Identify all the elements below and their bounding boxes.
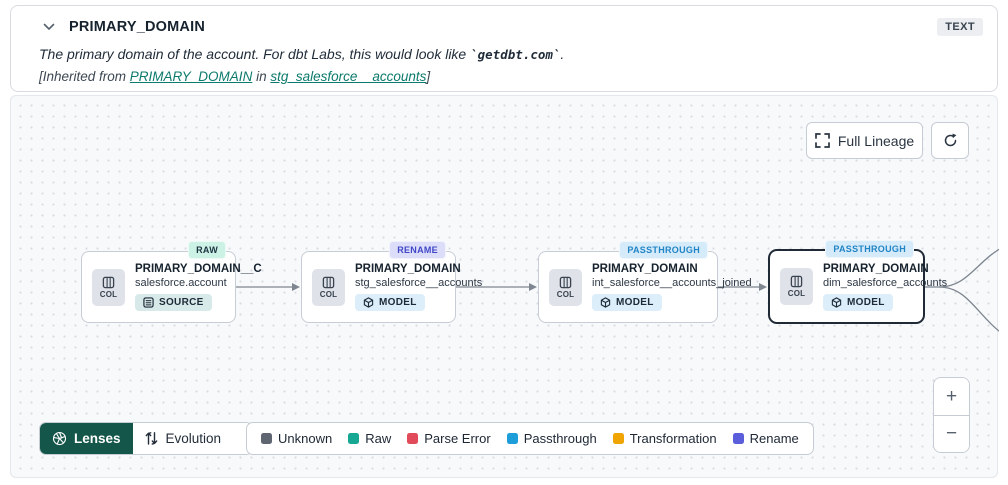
node-body: PRIMARY_DOMAIN stg_salesforce__accounts …	[355, 263, 482, 311]
node-column-name: PRIMARY_DOMAIN	[355, 263, 461, 275]
node-type-badge: MODEL	[823, 293, 893, 311]
column-header-row: PRIMARY_DOMAIN TEXT	[25, 16, 983, 38]
inherited-prefix: [Inherited from	[39, 69, 130, 84]
legend-swatch	[612, 433, 624, 444]
refresh-button[interactable]	[931, 122, 969, 159]
full-lineage-button[interactable]: Full Lineage	[806, 122, 923, 159]
description-code: `getdbt.com`	[470, 47, 561, 62]
node-type-badge: MODEL	[355, 294, 425, 311]
column-details-panel: PRIMARY_DOMAIN TEXT The primary domain o…	[10, 5, 998, 92]
column-icon: COL	[312, 268, 345, 306]
column-title: PRIMARY_DOMAIN	[69, 19, 205, 35]
legend-item-rename: Rename	[732, 431, 799, 446]
node-body: PRIMARY_DOMAIN int_salesforce__accounts_…	[592, 263, 752, 311]
lens-selected-label: Evolution	[165, 431, 222, 446]
inherited-middle: in	[252, 69, 271, 84]
description-period: .	[560, 46, 565, 62]
column-icon: COL	[549, 268, 582, 306]
node-model-name: stg_salesforce__accounts	[355, 277, 483, 289]
legend-swatch	[506, 433, 518, 444]
evolution-badge: PASSTHROUGH	[619, 241, 708, 259]
chevron-down-icon	[229, 435, 240, 442]
col-label: COL	[556, 289, 575, 299]
col-label: COL	[99, 289, 118, 299]
legend-item-passthrough: Passthrough	[506, 431, 597, 446]
evolution-badge: RAW	[188, 241, 226, 259]
inherited-suffix: ]	[426, 69, 431, 84]
source-icon	[143, 297, 154, 308]
lineage-node-stg[interactable]: RENAME COL PRIMARY_DOMAIN stg_salesforce…	[301, 241, 482, 323]
column-icon: COL	[92, 268, 125, 306]
legend-swatch	[348, 433, 360, 444]
zoom-in-button[interactable]: +	[934, 378, 969, 415]
legend-swatch	[732, 433, 744, 444]
node-body: PRIMARY_DOMAIN__C salesforce.account SOU…	[135, 263, 262, 311]
node-model-name: salesforce.account	[135, 277, 227, 289]
evolution-legend: Unknown Raw Parse Error Passthrough Tran…	[246, 422, 814, 455]
evolution-icon	[145, 431, 158, 446]
lineage-node-int[interactable]: PASSTHROUGH COL PRIMARY_DOMAIN int_sales…	[538, 241, 752, 323]
legend-item-transformation: Transformation	[612, 431, 717, 446]
node-type-badge: SOURCE	[135, 294, 212, 311]
node-column-name: PRIMARY_DOMAIN	[592, 263, 698, 275]
legend-item-raw: Raw	[348, 431, 391, 446]
inherited-column-link[interactable]: PRIMARY_DOMAIN	[129, 69, 253, 84]
zoom-out-button[interactable]: −	[934, 415, 969, 452]
legend-swatch	[261, 433, 272, 444]
node-model-name: int_salesforce__accounts_joined	[592, 277, 752, 289]
legend-item-unknown: Unknown	[261, 431, 332, 446]
node-model-name: dim_salesforce_accounts	[823, 276, 948, 289]
column-icon: COL	[780, 268, 813, 305]
col-label: COL	[787, 289, 806, 298]
lens-selector-group: Lenses Evolution	[39, 422, 254, 455]
col-label: COL	[319, 289, 338, 299]
legend-item-parse-error: Parse Error	[407, 431, 491, 446]
model-cube-icon	[600, 297, 611, 308]
refresh-icon	[942, 132, 959, 149]
lens-aperture-icon	[52, 431, 67, 446]
model-cube-icon	[363, 297, 374, 308]
inherited-from-line: [Inherited from PRIMARY_DOMAIN in stg_sa…	[39, 69, 983, 84]
lineage-node-dim-selected[interactable]: PASSTHROUGH COL PRIMARY_DOMAIN dim_sales…	[768, 240, 947, 324]
lens-dropdown[interactable]: Evolution	[132, 423, 253, 454]
node-column-name: PRIMARY_DOMAIN__C	[135, 263, 262, 275]
legend-swatch	[407, 433, 419, 444]
lineage-node-source[interactable]: RAW COL PRIMARY_DOMAIN__C salesforce.acc…	[81, 241, 262, 323]
zoom-controls: + −	[933, 377, 970, 453]
full-lineage-icon	[815, 133, 830, 148]
full-lineage-label: Full Lineage	[837, 132, 915, 149]
column-description: The primary domain of the account. For d…	[39, 46, 983, 62]
lineage-canvas[interactable]: Full Lineage RAW COL PRIMARY_DOMAIN__C s…	[10, 95, 999, 478]
column-type-badge: TEXT	[937, 18, 983, 36]
evolution-badge: PASSTHROUGH	[825, 240, 914, 258]
node-body: PRIMARY_DOMAIN dim_salesforce_accounts M…	[823, 263, 947, 311]
evolution-badge: RENAME	[389, 241, 446, 259]
description-text: The primary domain of the account. For d…	[39, 46, 471, 62]
inherited-model-link[interactable]: stg_salesforce__accounts	[270, 69, 427, 84]
lenses-label: Lenses	[74, 431, 121, 446]
model-cube-icon	[831, 296, 842, 308]
node-column-name: PRIMARY_DOMAIN	[823, 262, 929, 275]
lenses-button[interactable]: Lenses	[40, 423, 133, 454]
node-type-badge: MODEL	[592, 294, 662, 311]
collapse-chevron-icon[interactable]	[39, 17, 59, 37]
